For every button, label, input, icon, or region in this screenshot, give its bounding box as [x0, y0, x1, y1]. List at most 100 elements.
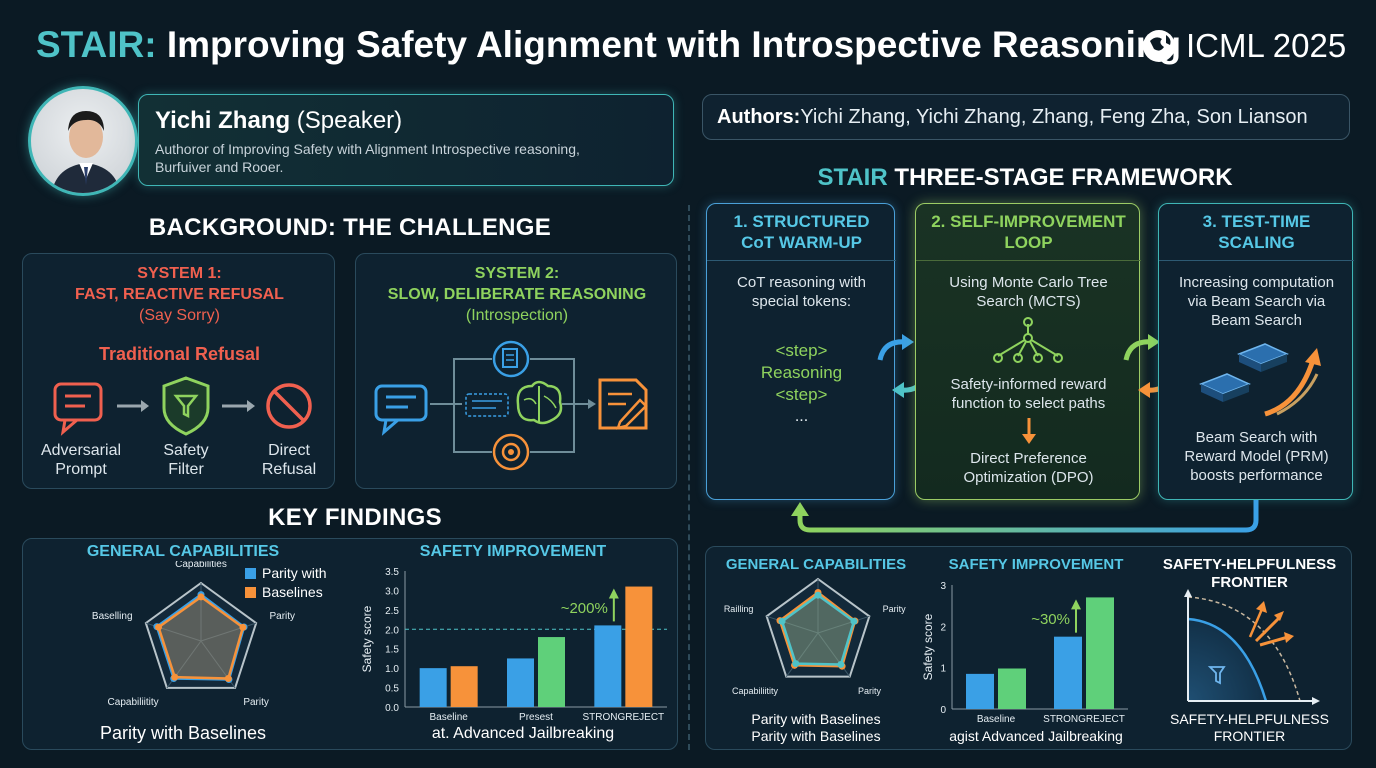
y-tick-label: 1	[940, 664, 946, 675]
rf-frontier-title1: SAFETY-HELPFULNESS	[1162, 556, 1337, 573]
bar	[625, 586, 653, 707]
legend-label: Parity with	[262, 565, 327, 581]
y-tick-label: 1.0	[385, 664, 399, 675]
stage1-token2: Reasoning	[760, 363, 843, 382]
stage3-desc5: Reward Model (PRM)	[1184, 448, 1329, 465]
title-text: Improving Safety Alignment with Introspe…	[156, 24, 1182, 65]
stage3-desc6: boosts performance	[1190, 467, 1323, 484]
stage3-title2: SCALING	[1218, 233, 1295, 252]
stage1-token3: <step>	[775, 385, 828, 404]
kf-radar-caption: Parity with Baselines	[99, 723, 267, 743]
rf-bar-caption: agist Advanced Jailbreaking	[949, 728, 1123, 744]
shield-filter-icon	[162, 376, 210, 436]
system2-flow	[374, 340, 648, 471]
speaker-desc-2: Burfuiver and Roоеr.	[155, 159, 284, 175]
rf-radar-title: GENERAL CAPABILITIES	[725, 556, 907, 573]
document-edit-icon	[598, 378, 648, 430]
stage2-desc4: function to select paths	[951, 395, 1106, 412]
tree-icon	[993, 317, 1063, 363]
key-findings-heading: KEY FINDINGS	[268, 504, 442, 531]
rf-radar-caption1: Parity with Baselines	[751, 711, 881, 727]
framework-heading: STAIR THREE-STAGE FRAMEWORK	[700, 164, 1350, 192]
down-arrow-icon	[1022, 418, 1036, 444]
arrow-icon	[222, 400, 255, 412]
stage2-desc2: Search (MCTS)	[976, 293, 1081, 310]
system1-panel: SYSTEM 1: FAST, REACTIVE REFUSAL (Say So…	[22, 253, 335, 489]
document-icon	[492, 340, 530, 378]
y-tick-label: 2.5	[385, 606, 399, 617]
y-tick-label: 3.0	[385, 586, 399, 597]
stage3-desc3: Beam Search	[1211, 312, 1302, 329]
bar	[1086, 597, 1114, 709]
kf-radar-title: GENERAL CAPABILITIES	[86, 543, 280, 560]
radar-point	[224, 675, 232, 683]
radar-axis-label: Capabiliitity	[108, 697, 159, 708]
y-axis-label: Safety score	[360, 605, 374, 672]
gear-icon	[492, 433, 530, 471]
legend-item: Parity with	[245, 565, 327, 581]
legend-label: Baselines	[262, 584, 323, 600]
system1-item1-label1: Adversarial	[40, 442, 122, 459]
title-prefix: STAIR:	[36, 24, 157, 65]
radar-point	[155, 623, 163, 631]
y-tick-label: 3	[940, 581, 946, 592]
radar-axis-label: Parity	[883, 604, 907, 614]
system1-line2: FAST, REACTIVE REFUSAL	[75, 286, 284, 303]
prohibited-icon	[266, 383, 312, 429]
system1-line3: (Say Sorry)	[139, 307, 220, 324]
radar-axis-line	[817, 615, 870, 634]
stage1-title2: CoT WARM-UP	[741, 233, 862, 252]
stage3-desc1: Increasing computation	[1178, 274, 1335, 291]
x-tick-label: Presest	[519, 712, 553, 723]
x-tick-label: STRONGREJECT	[1043, 714, 1125, 725]
radar-point	[837, 660, 845, 668]
text-lines-icon	[465, 393, 509, 417]
stage2-desc1: Using Monte Carlo Tree	[949, 274, 1108, 291]
radar-axis-label: Parity	[243, 697, 269, 708]
x-tick-label: STRONGREJECT	[582, 712, 664, 723]
kf-bar-caption: at. Advanced Jailbreaking	[431, 725, 615, 742]
authors-label: Authors:	[717, 105, 801, 128]
radar-point	[850, 617, 858, 625]
bar	[450, 666, 478, 707]
radar-point	[197, 593, 205, 601]
system1-flow	[53, 376, 312, 436]
kf-bar-title: SAFETY IMPROVEMENT	[419, 543, 607, 560]
filter-icon	[1207, 666, 1226, 685]
vertical-divider	[688, 205, 690, 750]
speaker-role: (Speaker)	[290, 107, 403, 134]
bar	[1054, 636, 1082, 709]
y-tick-label: 1.5	[385, 645, 399, 656]
y-axis-label: Safety score	[921, 613, 935, 680]
stage1-title1: 1. STRUCTURED	[733, 212, 870, 231]
rf-radar-caption2: Parity with Baselines	[751, 728, 881, 744]
stage3-desc4: Beam Search with	[1195, 429, 1318, 446]
speaker-card: Yichi Zhang (Speaker) Authoror of Improv…	[138, 94, 674, 186]
speaker-desc-1: Authoror of Improving Safety with Alignm…	[155, 141, 580, 157]
system2-line3: (Introspection)	[465, 307, 569, 324]
stage2-separator	[916, 260, 1141, 261]
system1-line1: SYSTEM 1:	[137, 265, 222, 282]
stage1-desc2: special tokens:	[751, 293, 852, 310]
radar-series-area	[780, 593, 856, 666]
framework-heading-rest: THREE-STAGE FRAMEWORK	[887, 164, 1233, 191]
rf-bar-title: SAFETY IMPROVEMENT	[948, 556, 1124, 573]
radar-point	[792, 660, 800, 668]
authors-names: Yichi Zhang, Yichi Zhang, Zhang, Feng Zh…	[800, 105, 1308, 128]
stage2-desc6: Optimization (DPO)	[963, 469, 1094, 486]
frontier-diagram	[1184, 589, 1320, 705]
x-tick-label: Baseline	[977, 714, 1016, 725]
radar-point	[814, 591, 822, 599]
stage3-separator	[1159, 260, 1354, 261]
radar-point	[171, 673, 179, 681]
stage1-separator	[707, 260, 896, 261]
icml-logo-icon	[1143, 30, 1175, 62]
bar	[507, 658, 534, 707]
x-tick-label: Baseline	[429, 712, 468, 723]
radar-axis-label: Parity	[269, 611, 295, 622]
y-tick-label: 2	[940, 622, 946, 633]
radar-point	[239, 623, 247, 631]
rf-frontier-title2: FRONTIER	[1211, 574, 1288, 591]
